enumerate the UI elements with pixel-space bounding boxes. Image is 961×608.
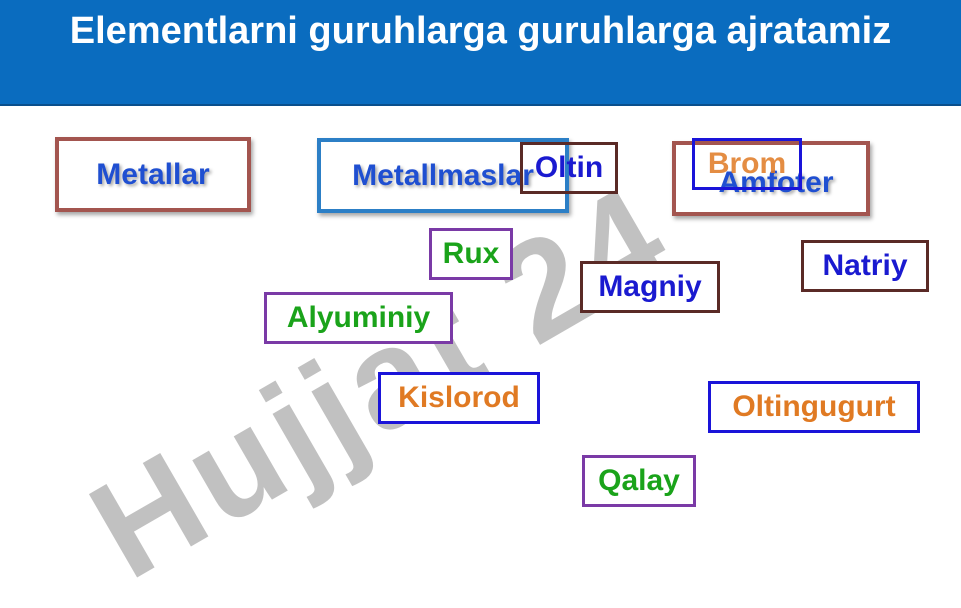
element-card-alyuminiy[interactable]: Alyuminiy xyxy=(264,292,453,344)
title-bar: Elementlarni guruhlarga guruhlarga ajrat… xyxy=(0,0,961,106)
element-card-rux[interactable]: Rux xyxy=(429,228,513,280)
category-label-amfoter: Amfoter xyxy=(718,165,834,199)
watermark-text: Hujjat 24 xyxy=(65,153,697,608)
element-card-brom[interactable]: Brom xyxy=(692,138,802,190)
element-label-brom: Brom xyxy=(707,147,787,180)
category-label-metallmaslar: Metallmaslar xyxy=(352,158,534,192)
element-card-oltingugurt[interactable]: Oltingugurt xyxy=(708,381,920,433)
category-metallar[interactable]: Metallar xyxy=(55,137,251,212)
element-card-natriy[interactable]: Natriy xyxy=(801,240,929,292)
element-label-natriy: Natriy xyxy=(822,249,908,282)
page-title: Elementlarni guruhlarga guruhlarga ajrat… xyxy=(69,10,892,52)
element-card-oltin[interactable]: Oltin xyxy=(520,142,618,194)
category-amfoter[interactable]: Amfoter xyxy=(672,141,870,216)
category-metallmaslar[interactable]: Metallmaslar xyxy=(317,138,569,213)
element-label-rux: Rux xyxy=(442,237,500,270)
element-label-kislorod: Kislorod xyxy=(398,381,520,414)
element-label-qalay: Qalay xyxy=(598,464,680,497)
element-card-magniy[interactable]: Magniy xyxy=(580,261,720,313)
element-card-qalay[interactable]: Qalay xyxy=(582,455,696,507)
element-card-kislorod[interactable]: Kislorod xyxy=(378,372,540,424)
element-label-oltingugurt: Oltingugurt xyxy=(732,390,896,423)
category-label-metallar: Metallar xyxy=(96,157,210,191)
element-label-oltin: Oltin xyxy=(534,151,604,184)
element-label-magniy: Magniy xyxy=(598,270,702,303)
element-label-alyuminiy: Alyuminiy xyxy=(286,301,431,334)
